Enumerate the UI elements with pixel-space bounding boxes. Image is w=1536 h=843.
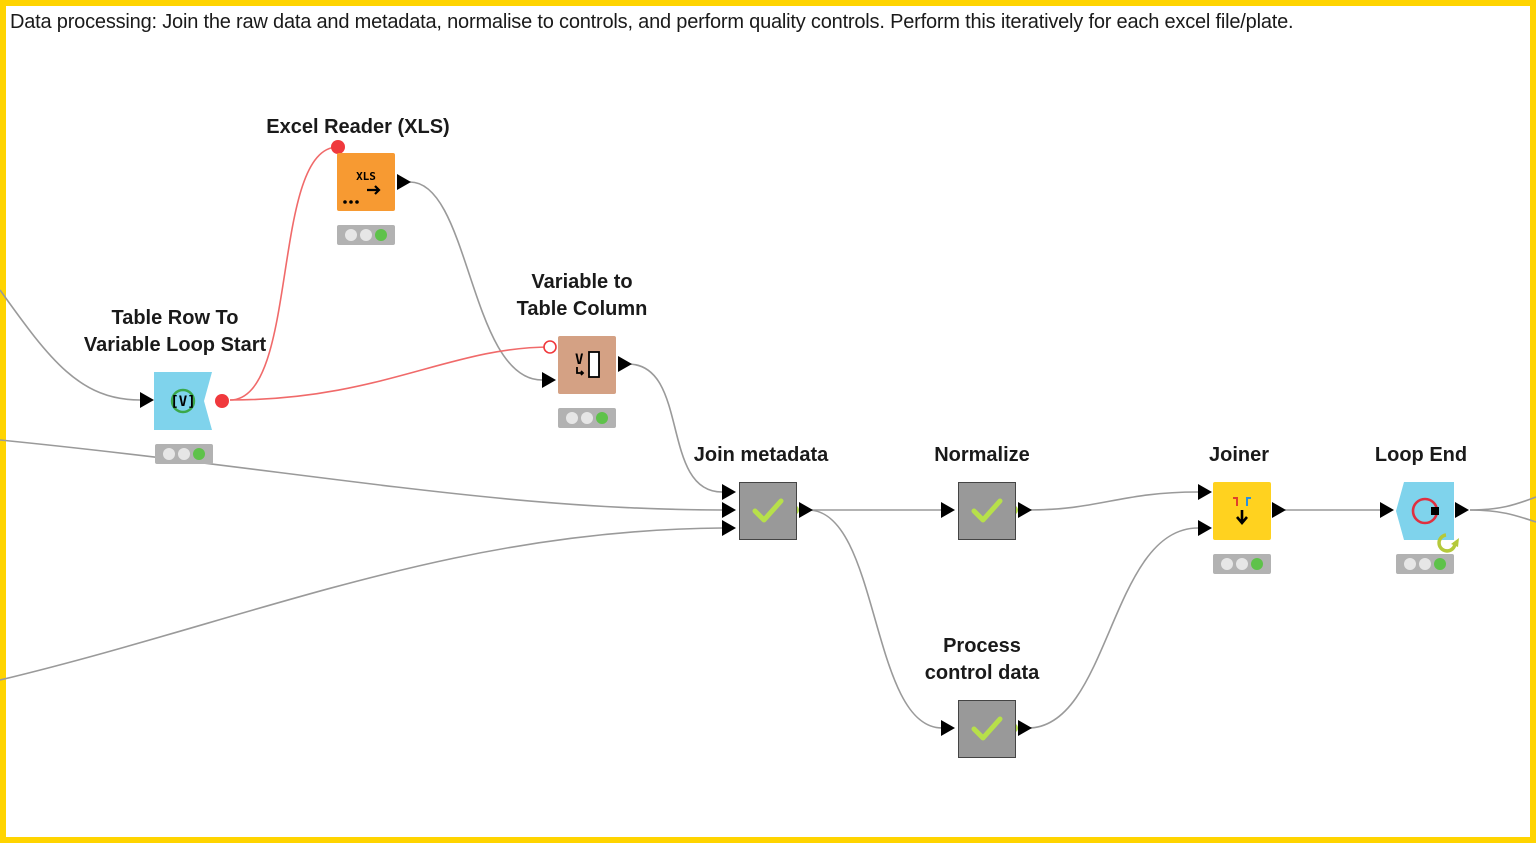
flowvar-loop-to-excel[interactable]	[229, 146, 339, 401]
variable-to-column-node[interactable]: V	[558, 336, 616, 394]
var-out-port[interactable]	[618, 356, 632, 372]
process-control-label: Process control data	[924, 635, 1040, 684]
status-dot-yellow	[1236, 558, 1248, 570]
join-metadata-label: Join metadata	[693, 444, 829, 466]
loopend-in-port[interactable]	[1380, 502, 1394, 518]
status-dot-yellow	[178, 448, 190, 460]
xls-icon-text: XLS	[356, 170, 376, 183]
checkmark-icon	[971, 716, 1003, 741]
excel-reader-node[interactable]: XLS	[337, 153, 395, 211]
wire-process-to-joiner[interactable]	[1027, 527, 1199, 729]
loopend-out-port[interactable]	[1455, 502, 1469, 518]
loopstart-in-port[interactable]	[140, 392, 154, 408]
status-dot-red	[345, 229, 357, 241]
wire-var-to-join[interactable]	[627, 363, 723, 493]
status-dot-red	[1221, 558, 1233, 570]
variable-to-column-label: Variable to Table Column	[516, 271, 648, 320]
join-metadata-node[interactable]	[739, 482, 797, 540]
join-in-port-2[interactable]	[722, 502, 736, 518]
joiner-out-port[interactable]	[1272, 502, 1286, 518]
var-data-in-port[interactable]	[542, 372, 556, 388]
normalize-node[interactable]	[958, 482, 1016, 540]
loopstart-flowvar-out-port[interactable]	[215, 394, 229, 408]
status-dot-yellow	[360, 229, 372, 241]
status-dot-green	[1251, 558, 1263, 570]
join-in-port-3[interactable]	[722, 520, 736, 536]
normalize-label: Normalize	[934, 444, 1030, 466]
normalize-in-port[interactable]	[941, 502, 955, 518]
joiner-in-port-1[interactable]	[1198, 484, 1212, 500]
loop-end-label: Loop End	[1374, 444, 1468, 466]
variable-to-column-icon: V	[575, 351, 600, 378]
loop-start-label: Table Row To Variable Loop Start	[83, 307, 267, 356]
joiner-label: Joiner	[1208, 444, 1270, 466]
wire-join-to-process[interactable]	[807, 509, 943, 729]
loop-end-status	[1396, 554, 1454, 574]
wire-incoming-join-2[interactable]	[0, 439, 723, 511]
loop-start-status	[155, 444, 213, 464]
join-out-port[interactable]	[799, 502, 813, 518]
checkmark-icon	[971, 498, 1003, 523]
status-dot-green	[193, 448, 205, 460]
process-in-port[interactable]	[941, 720, 955, 736]
status-dot-red	[1404, 558, 1416, 570]
process-out-port[interactable]	[1018, 720, 1032, 736]
wire-incoming-loop-start[interactable]	[0, 289, 141, 401]
xls-reader-icon: XLS	[343, 170, 381, 204]
excel-out-port[interactable]	[397, 174, 411, 190]
loop-end-icon	[1396, 482, 1459, 553]
checkmark-icon	[752, 498, 784, 523]
annotation-text: Data processing: Join the raw data and m…	[10, 11, 1294, 33]
excel-flowvar-in-port[interactable]	[331, 140, 345, 154]
status-dot-yellow	[581, 412, 593, 424]
joiner-node[interactable]	[1213, 482, 1271, 540]
status-dot-green	[596, 412, 608, 424]
svg-text:V: V	[575, 352, 584, 368]
excel-reader-status	[337, 225, 395, 245]
wire-loopend-out-1[interactable]	[1469, 496, 1536, 511]
status-dot-red	[566, 412, 578, 424]
status-dot-yellow	[1419, 558, 1431, 570]
joiner-icon	[1233, 497, 1251, 526]
wire-loopend-out-2[interactable]	[1469, 509, 1536, 523]
status-dot-green	[1434, 558, 1446, 570]
excel-reader-label: Excel Reader (XLS)	[266, 116, 450, 138]
wire-incoming-join-3[interactable]	[0, 527, 723, 681]
status-dot-red	[163, 448, 175, 460]
variable-to-column-status	[558, 408, 616, 428]
wire-normalize-to-joiner[interactable]	[1027, 491, 1199, 511]
flowvar-loop-to-var[interactable]	[229, 346, 551, 401]
var-flowvar-in-port[interactable]	[543, 340, 557, 354]
loop-end-node[interactable]	[1396, 482, 1459, 553]
process-control-node[interactable]	[958, 700, 1016, 758]
svg-text:[V]: [V]	[170, 394, 195, 410]
loop-start-node[interactable]: [V]	[154, 372, 212, 430]
normalize-out-port[interactable]	[1018, 502, 1032, 518]
loop-start-variable-icon: [V]	[154, 372, 212, 430]
wire-excel-to-var[interactable]	[409, 181, 543, 381]
status-dot-green	[375, 229, 387, 241]
joiner-in-port-2[interactable]	[1198, 520, 1212, 536]
join-in-port-1[interactable]	[722, 484, 736, 500]
joiner-status	[1213, 554, 1271, 574]
